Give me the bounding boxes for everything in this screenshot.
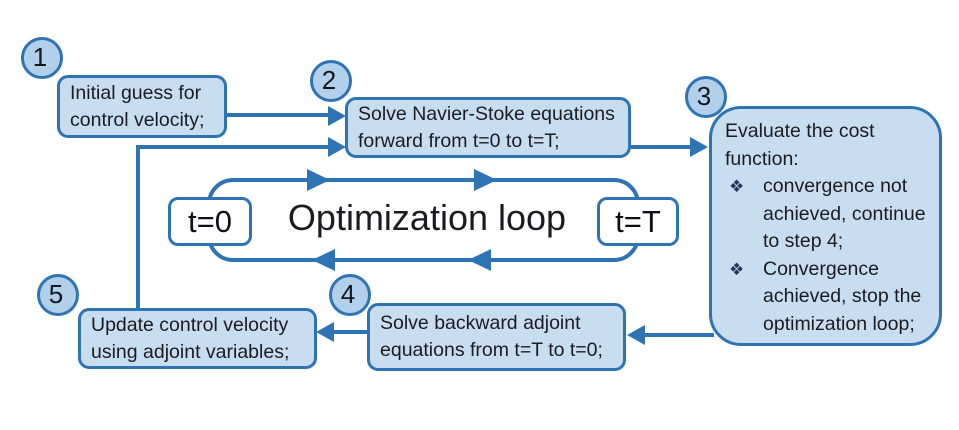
loop-backward-arrowhead-icon [468,249,491,271]
step-1-text-line2: control velocity; [70,108,205,131]
arrowhead-right-icon [328,137,346,157]
step-5-box: Update control velocity using adjoint va… [78,308,317,369]
step-3-bullet-1: ❖ convergence not achieved, continue to … [725,173,931,256]
step-5-text-line2: using adjoint variables; [91,340,290,363]
connector-step1-to-step2 [225,113,329,117]
connector-step2-to-step3 [631,145,690,149]
step-4-text-line2: equations from t=T to t=0; [380,339,603,361]
step-1-badge: 1 [21,37,63,79]
step-3-bullet-2-line3: optimization loop; [763,312,915,335]
optimization-loop-label: Optimization loop [287,197,567,238]
step-3-bullet-2-line1: Convergence [763,257,879,280]
step-3-title-line2: function: [725,147,799,170]
step-3-bullet-2-line2: achieved, stop the [763,285,922,307]
loop-backward-arrowhead-icon [312,249,335,271]
connector-step5-feedback-vertical [136,148,140,308]
connector-step4-to-step5 [334,330,367,334]
t-end-label-box: t=T [597,197,679,246]
step-4-badge: 4 [329,274,371,316]
diamond-bullet-icon: ❖ [729,259,745,279]
t-start-label-box: t=0 [168,197,252,246]
step-3-badge: 3 [685,76,727,118]
arrowhead-right-icon [690,137,708,157]
connector-step3-to-step4 [644,333,714,337]
arrowhead-left-icon [316,322,334,342]
loop-forward-arrowhead-icon [474,169,497,191]
step-3-bullet-2: ❖ Convergence achieved, stop the optimiz… [725,256,931,339]
step-2-box: Solve Navier-Stoke equations forward fro… [345,97,631,158]
step-2-text-line2: forward from t=0 to t=T; [358,129,560,152]
arrowhead-right-icon [328,106,346,126]
loop-forward-arrowhead-icon [307,169,330,191]
step-1-box: Initial guess for control velocity; [57,75,227,138]
step-5-badge: 5 [37,274,79,316]
step-3-title-line1: Evaluate the cost [725,120,875,142]
arrowhead-left-icon [627,325,645,345]
step-3-bullet-1-line3: to step 4; [763,230,844,252]
connector-step5-to-step2 [136,145,328,149]
step-4-box: Solve backward adjoint equations from t=… [367,303,626,371]
step-5-text-line1: Update control velocity [91,313,289,336]
step-3-box: Evaluate the cost function: ❖ convergenc… [709,106,942,346]
step-2-text-line1: Solve Navier-Stoke equations [358,102,615,125]
step-3-bullet-1-line1: convergence not [763,175,908,197]
step-4-text-line1: Solve backward adjoint [380,312,581,334]
step-1-text-line1: Initial guess for [70,81,202,104]
step-3-bullet-1-line2: achieved, continue [763,202,926,225]
diamond-bullet-icon: ❖ [729,177,745,196]
step-2-badge: 2 [310,60,352,102]
